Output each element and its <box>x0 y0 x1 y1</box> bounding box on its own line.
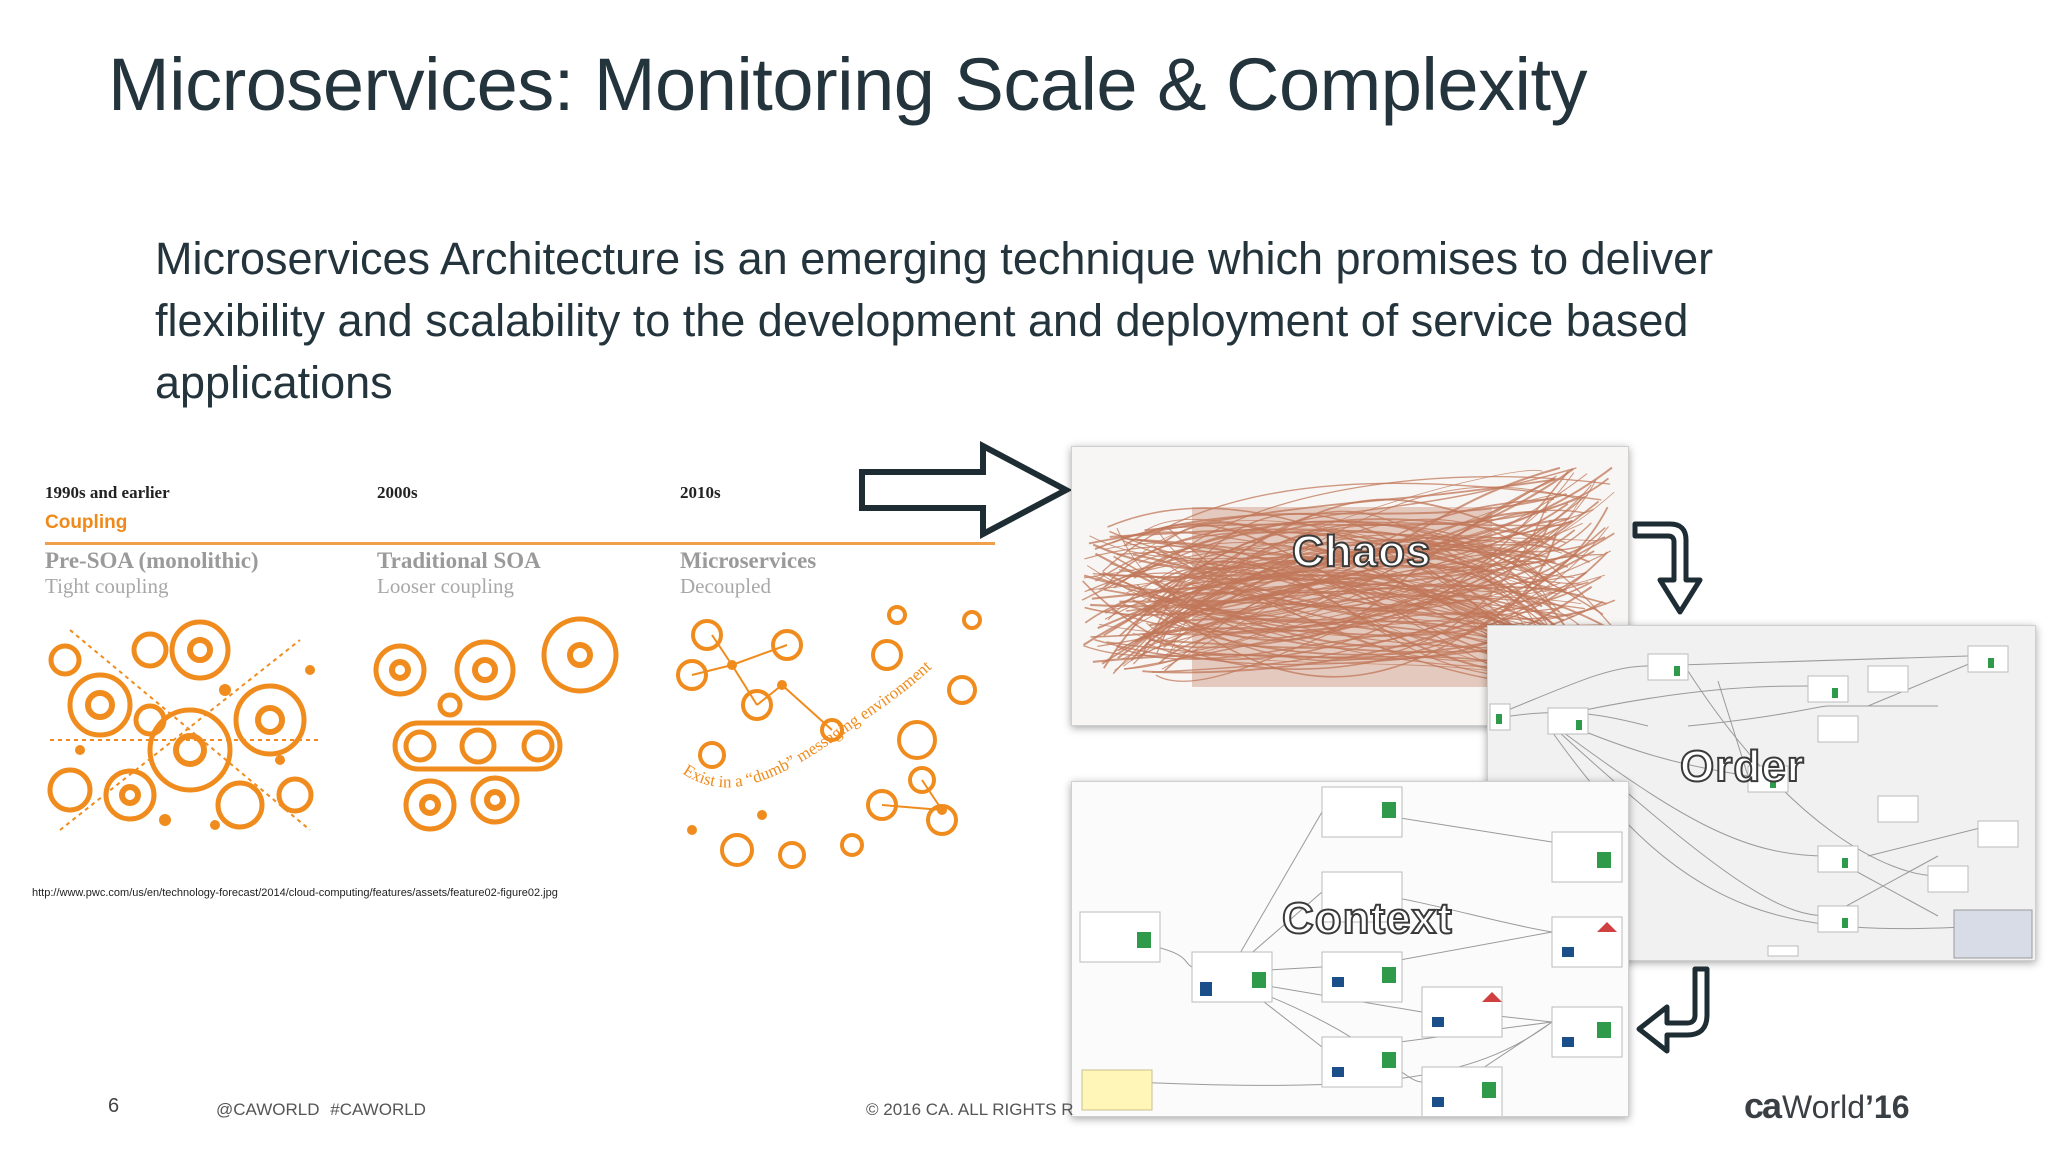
soa-gears-illustration <box>373 616 619 832</box>
context-dependency-graph <box>1079 786 1623 1116</box>
chaos-connection-line <box>1088 478 1556 545</box>
order-label: Order <box>1679 741 1805 792</box>
slide-body-text: Microservices Architecture is an emergin… <box>155 233 1714 408</box>
chaos-connection-line <box>1104 587 1566 688</box>
copyright-text: © 2016 CA. ALL RIGHTS R <box>866 1100 1074 1119</box>
chaos-connection-line <box>1083 531 1554 593</box>
chaos-connection-line <box>1094 533 1558 648</box>
chaos-connection-line <box>1136 472 1575 659</box>
chaos-connection-line <box>1155 553 1603 682</box>
chaos-connection-line <box>1103 518 1554 669</box>
logo-year: ’16 <box>1865 1089 1910 1125</box>
chaos-connection-line <box>1144 477 1610 532</box>
microservices-illustration: Exist in a “dumb” messaging environment <box>676 605 982 869</box>
stage-desc-microservices: Decoupled <box>680 574 771 598</box>
chaos-connection-line <box>1113 520 1593 678</box>
chaos-label: Chaos <box>1291 526 1432 577</box>
chaos-connection-line <box>1114 582 1571 671</box>
stage-name-microservices: Microservices <box>680 548 817 573</box>
chaos-connection-line <box>1082 572 1587 670</box>
chaos-connection-line <box>1107 507 1577 642</box>
chaos-connection-line <box>1145 537 1597 595</box>
logo-ca: ca <box>1744 1085 1782 1126</box>
stage-desc-pre-soa: Tight coupling <box>45 574 169 598</box>
chaos-connection-line <box>1099 510 1547 579</box>
ca-world-logo: caWorld’16 <box>1744 1085 1924 1126</box>
chaos-connection-line <box>1153 606 1563 636</box>
arrow-down-icon <box>1632 521 1703 615</box>
svg-text:Exist in a “dumb” messaging en: Exist in a “dumb” messaging environment <box>680 657 935 792</box>
chaos-connection-line <box>1137 502 1569 564</box>
slide-title: Microservices: Monitoring Scale & Comple… <box>108 43 1588 126</box>
coupling-label: Coupling <box>45 512 128 533</box>
chaos-connection-line <box>1168 476 1611 563</box>
social-handles: @CAWORLD #CAWORLD <box>216 1100 426 1119</box>
chaos-connection-line <box>1094 470 1569 661</box>
chaos-connection-line <box>1107 542 1583 621</box>
chaos-connection-line <box>1165 466 1613 586</box>
order-dependency-graph <box>1489 645 2033 959</box>
chaos-connection-line <box>1124 509 1586 618</box>
stage-name-soa: Traditional SOA <box>377 548 541 573</box>
arrow-right-icon <box>859 441 1073 539</box>
chaos-connection-line <box>1103 587 1565 622</box>
context-label: Context <box>1281 893 1453 944</box>
chaos-connection-line <box>1101 558 1543 665</box>
chaos-connection-line <box>1089 535 1609 700</box>
chaos-connection-line <box>1151 581 1589 673</box>
chaos-connection-line <box>1109 528 1547 558</box>
chaos-connection-line <box>1112 508 1594 554</box>
logo-world: World <box>1782 1089 1866 1125</box>
era-label-2010s: 2010s <box>680 483 721 502</box>
context-screenshot: Context <box>1071 781 1629 1117</box>
stage-desc-soa: Looser coupling <box>377 574 515 598</box>
messaging-environment-text: Exist in a “dumb” messaging environment <box>680 657 935 792</box>
chaos-connection-line <box>1154 491 1615 639</box>
page-number: 6 <box>108 1095 120 1117</box>
stage-name-pre-soa: Pre-SOA (monolithic) <box>45 548 259 573</box>
era-label-1990s: 1990s and earlier <box>45 483 170 502</box>
chaos-connection-line <box>1083 554 1545 657</box>
source-url: http://www.pwc.com/us/en/technology-fore… <box>32 887 558 899</box>
coupling-divider <box>45 542 995 545</box>
chaos-connection-line <box>1081 467 1577 601</box>
era-label-2000s: 2000s <box>377 483 418 502</box>
arrow-back-icon <box>1636 966 1710 1054</box>
monolithic-gears-illustration <box>47 619 320 831</box>
